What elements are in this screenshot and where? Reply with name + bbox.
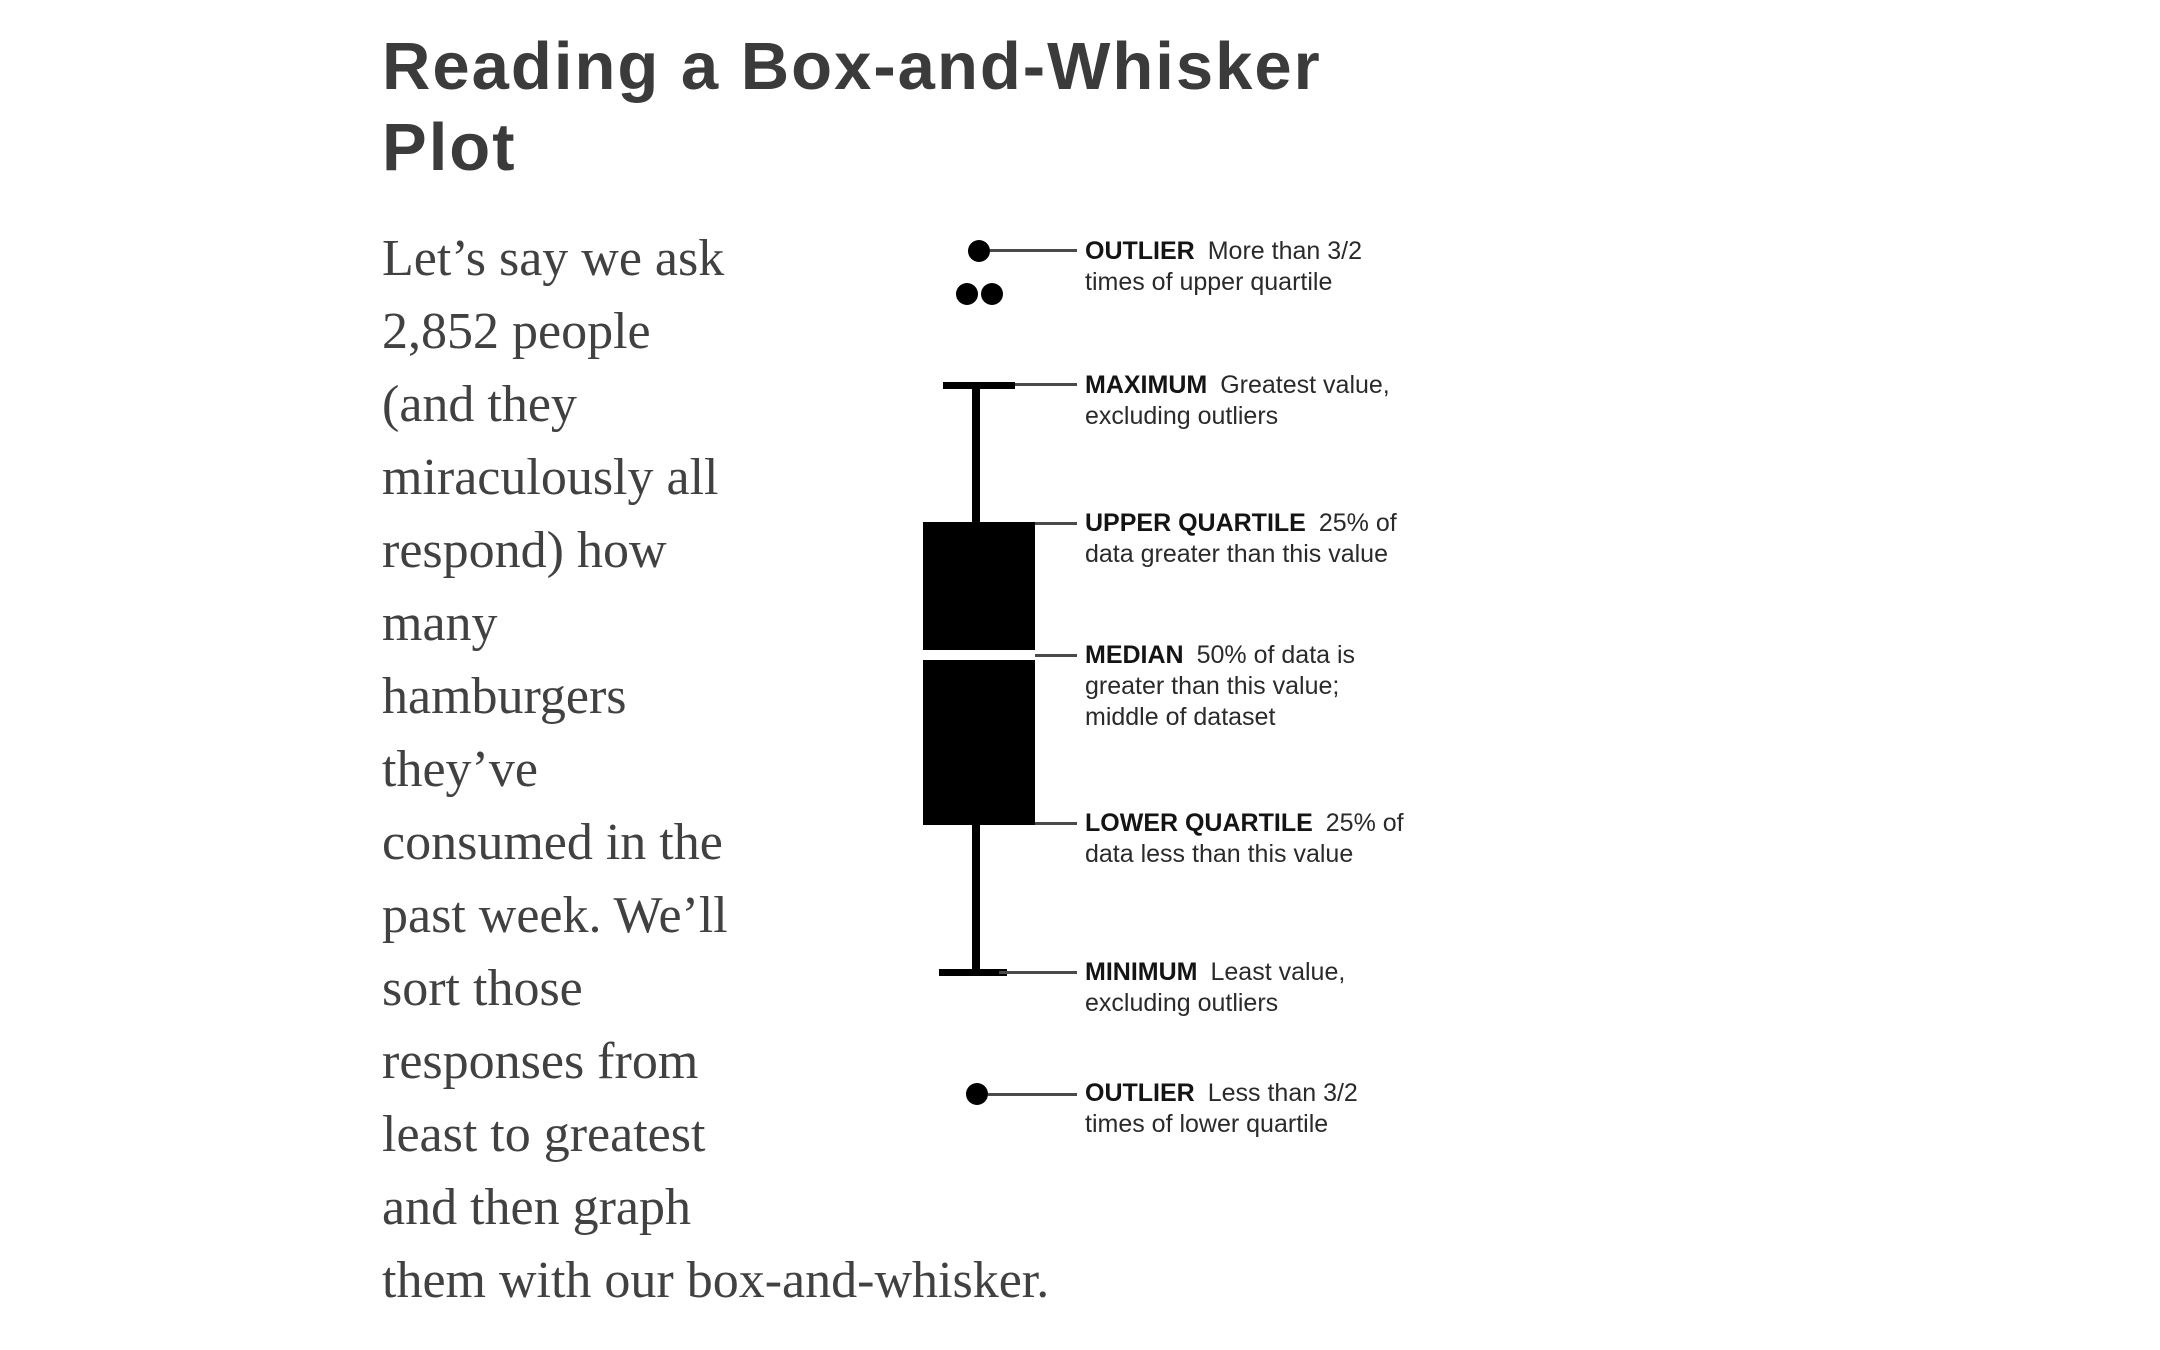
maximum-whisker-cap <box>943 382 1015 389</box>
lower-outlier-dot-icon <box>966 1083 988 1105</box>
upper-whisker <box>972 389 980 522</box>
minimum-whisker-cap <box>939 969 1007 976</box>
lower-quartile-leader-line <box>1035 822 1077 825</box>
upper-quartile-leader-line <box>1035 522 1077 525</box>
body-paragraph: Let’s say we ask 2,852 people (and they … <box>382 230 1050 1309</box>
page-title: Reading a Box-and-Whisker Plot <box>382 29 1322 185</box>
upper-outlier-leader-line <box>990 249 1077 252</box>
maximum-leader-line <box>1015 383 1077 386</box>
lower-outlier-leader-line <box>988 1093 1077 1096</box>
median-line <box>923 650 1035 660</box>
iqr-box <box>923 522 1035 825</box>
upper-outlier-dot-icon <box>968 240 990 262</box>
upper-outlier-dot-icon <box>956 283 978 305</box>
minimum-leader-line <box>999 971 1077 974</box>
median-leader-line <box>1035 654 1077 657</box>
upper-outlier-dot-icon <box>981 283 1003 305</box>
lower-whisker <box>972 825 980 969</box>
